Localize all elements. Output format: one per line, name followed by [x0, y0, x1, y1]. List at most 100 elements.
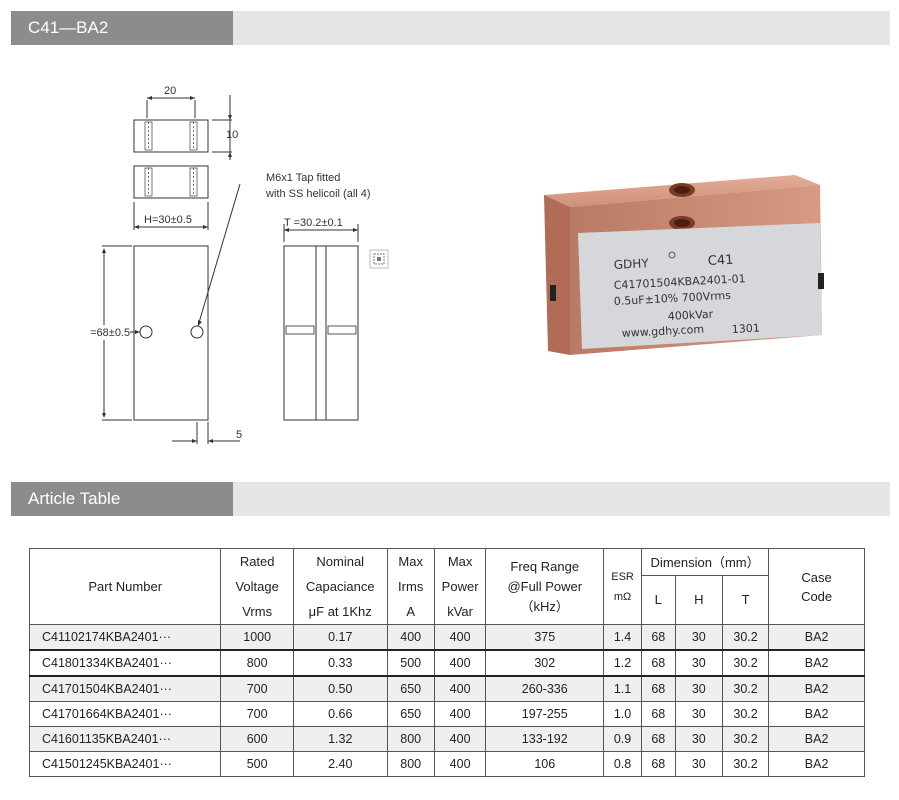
top-view-upper-block: [133, 119, 209, 153]
cell-irms: 800: [386, 751, 435, 777]
cell-capacitance: 0.33: [292, 649, 388, 677]
cell-irms: 650: [386, 701, 435, 727]
header-dim-l: L: [640, 575, 676, 625]
cell-esr: 1.0: [603, 701, 642, 727]
cell-dim-l: 68: [640, 751, 676, 777]
cell-rated-voltage: 700: [220, 675, 294, 702]
dim-h: H=30±0.5: [144, 214, 192, 226]
photo-brand: GDHY: [613, 256, 649, 272]
header-dim-h: H: [674, 575, 723, 625]
cell-capacitance: 1.32: [292, 726, 388, 752]
cell-case-code: BA2: [768, 624, 865, 651]
product-photo: GDHY C41 C41701504KBA2401-01 0.5uF±10% 7…: [544, 175, 824, 355]
header-rated-voltage: Rated Voltage Vrms: [220, 548, 294, 625]
cell-capacitance: 2.40: [292, 751, 388, 777]
capacitor-label: [578, 223, 822, 349]
cell-rated-voltage: 800: [220, 649, 294, 677]
cell-part-number: C41102174KBA2401···: [28, 624, 222, 651]
cell-freq-range: 302: [485, 649, 605, 677]
cell-dim-l: 68: [640, 624, 676, 651]
cell-rated-voltage: 500: [220, 751, 294, 777]
header-dimension: Dimension（mm）: [640, 547, 770, 577]
cell-freq-range: 260-336: [485, 675, 605, 702]
cell-dim-l: 68: [640, 701, 676, 727]
cell-part-number: C41801334KBA2401···: [28, 649, 222, 677]
cell-dim-t: 30.2: [721, 649, 770, 677]
cell-capacitance: 0.17: [292, 624, 388, 651]
dim-top-width: 20: [164, 85, 176, 97]
capacitor-side-face: [544, 195, 570, 355]
section-header-table: Article Table: [11, 482, 890, 516]
dim-offset: 5: [236, 429, 242, 441]
cell-case-code: BA2: [768, 726, 865, 752]
table-title: Article Table: [11, 482, 233, 516]
cell-dim-t: 30.2: [721, 624, 770, 651]
photo-line2: 0.5uF±10% 700Vrms: [613, 289, 731, 308]
cell-power: 400: [433, 649, 487, 677]
cell-dim-l: 68: [640, 726, 676, 752]
cell-dim-l: 68: [640, 675, 676, 702]
cell-dim-h: 30: [674, 701, 723, 727]
cell-freq-range: 375: [485, 624, 605, 651]
cell-part-number: C41501245KBA2401···: [28, 751, 222, 777]
cell-dim-t: 30.2: [721, 726, 770, 752]
front-view-body: [133, 245, 209, 421]
cell-rated-voltage: 700: [220, 701, 294, 727]
photo-line5: 1301: [731, 322, 760, 336]
cell-esr: 1.1: [603, 675, 642, 702]
expand-icon[interactable]: [369, 249, 389, 269]
cell-irms: 500: [386, 649, 435, 677]
cell-power: 400: [433, 675, 487, 702]
product-title: C41—BA2: [11, 11, 233, 45]
cell-dim-h: 30: [674, 675, 723, 702]
dim-l: L=68±0.5: [90, 327, 130, 339]
cell-esr: 0.9: [603, 726, 642, 752]
cell-dim-h: 30: [674, 624, 723, 651]
cell-power: 400: [433, 751, 487, 777]
cell-dim-h: 30: [674, 726, 723, 752]
cell-freq-range: 197-255: [485, 701, 605, 727]
cell-power: 400: [433, 624, 487, 651]
dimension-drawing: 20 10 H=30±0.5 T =30.2±0.1 L=68±0.5 5 M6…: [90, 85, 389, 444]
cell-power: 400: [433, 701, 487, 727]
cell-part-number: C41701504KBA2401···: [28, 675, 222, 702]
dim-t: T =30.2±0.1: [284, 217, 343, 229]
cell-freq-range: 106: [485, 751, 605, 777]
dim-top-height: 10: [226, 129, 238, 141]
header-esr: ESR mΩ: [603, 548, 642, 625]
cell-part-number: C41701664KBA2401···: [28, 701, 222, 727]
tap-note-line2: with SS helicoil (all 4): [265, 188, 371, 200]
photo-model: C41: [707, 253, 733, 269]
cell-capacitance: 0.66: [292, 701, 388, 727]
cell-irms: 400: [386, 624, 435, 651]
side-view-body: [283, 245, 359, 421]
cell-capacitance: 0.50: [292, 675, 388, 702]
cell-case-code: BA2: [768, 701, 865, 727]
header-part-number: Part Number: [28, 548, 222, 625]
header-capacitance: Nominal Capaciance μF at 1Khz: [292, 548, 388, 625]
header-irms: Max Irms A: [386, 548, 435, 625]
cell-case-code: BA2: [768, 751, 865, 777]
header-power: Max Power kVar: [433, 548, 487, 625]
cell-part-number: C41601135KBA2401···: [28, 726, 222, 752]
cell-case-code: BA2: [768, 649, 865, 677]
cell-rated-voltage: 1000: [220, 624, 294, 651]
cell-power: 400: [433, 726, 487, 752]
cell-irms: 650: [386, 675, 435, 702]
cell-dim-l: 68: [640, 649, 676, 677]
cell-dim-h: 30: [674, 649, 723, 677]
header-case-code: Case Code: [768, 548, 865, 625]
cell-irms: 800: [386, 726, 435, 752]
article-table: Part Number Rated Voltage Vrms Nominal C…: [28, 547, 865, 777]
cell-dim-t: 30.2: [721, 751, 770, 777]
top-view-lower-block: [133, 165, 209, 199]
cell-esr: 1.2: [603, 649, 642, 677]
cell-dim-h: 30: [674, 751, 723, 777]
